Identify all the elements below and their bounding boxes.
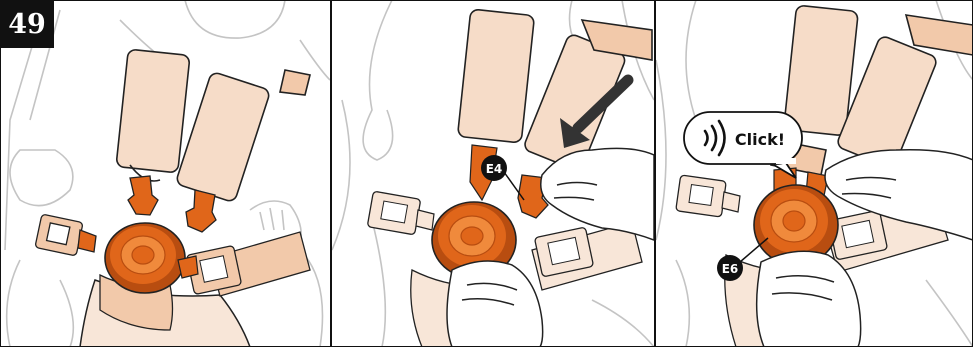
left-buckle-tab	[676, 175, 740, 217]
panel-1-harness-open	[0, 0, 330, 347]
click-sound-text: Click!	[735, 130, 785, 149]
shoulder-pads	[771, 5, 973, 175]
hand-upper-right	[541, 148, 654, 240]
panel-3-illustration: Click! E6	[656, 0, 973, 347]
callout-e4: E4	[481, 155, 524, 200]
panel-divider-1	[330, 0, 332, 347]
panel-divider-2	[654, 0, 656, 347]
left-buckle-tab	[367, 191, 434, 235]
callout-e4-label: E4	[486, 162, 503, 176]
right-buckle-strap	[178, 232, 310, 296]
panel-1-illustration	[0, 0, 330, 347]
panel-3-buckle-click: Click! E6	[656, 0, 973, 347]
callout-e6-label: E6	[722, 262, 739, 276]
left-buckle-tab	[35, 214, 96, 256]
panel-2-insert-tongue: E4	[332, 0, 654, 347]
hand-lower	[447, 261, 543, 347]
click-sound-bubble: Click!	[684, 112, 802, 178]
panel-2-illustration: E4	[332, 0, 654, 347]
harness-buckle	[105, 223, 185, 293]
step-number-badge: 49	[0, 0, 54, 48]
